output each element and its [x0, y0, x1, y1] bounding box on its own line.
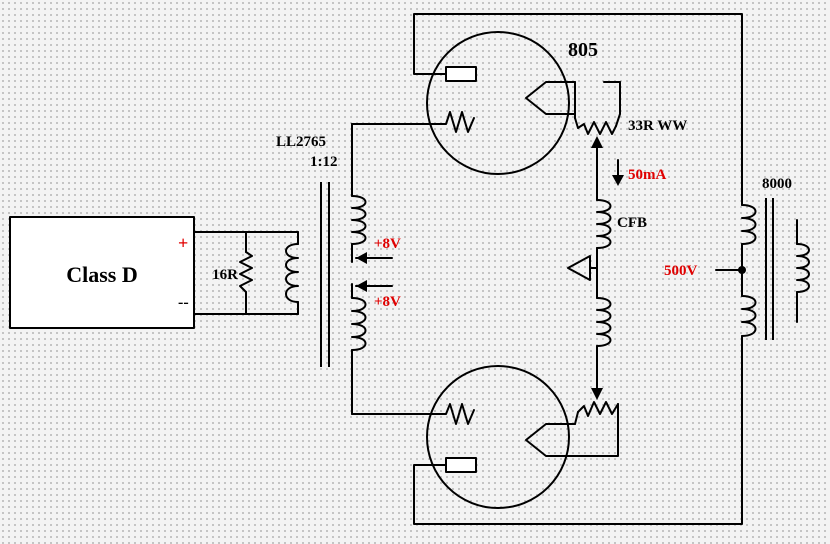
filament-resistor-bottom	[577, 401, 619, 417]
input-transformer-name: LL2765	[276, 134, 326, 150]
output-transformer-primary-bottom-coil	[741, 295, 757, 337]
bias-bottom-voltage: +8V	[374, 294, 401, 310]
ground-symbol	[567, 255, 591, 281]
output-transformer-impedance: 8000	[762, 176, 792, 192]
b-plus-node	[738, 266, 746, 274]
resistor-16r	[239, 251, 253, 293]
amp-plus-terminal-label: +	[178, 233, 188, 253]
output-transformer-secondary-coil	[796, 243, 810, 293]
cfb-coil-top	[596, 199, 612, 249]
filament-resistor-label: 33R WW	[628, 118, 687, 134]
output-transformer-core	[765, 198, 774, 340]
output-transformer-primary-top-coil	[741, 204, 757, 245]
amp-minus-terminal-label: --	[178, 294, 189, 311]
tube-bottom	[426, 365, 576, 509]
tube-label: 805	[568, 39, 598, 61]
input-transformer-ratio: 1:12	[310, 154, 338, 170]
class-d-amplifier: Class D + --	[9, 216, 195, 329]
cfb-coil-bottom	[596, 297, 612, 347]
input-transformer-primary-coil	[285, 243, 299, 303]
b-plus-voltage: 500V	[664, 263, 698, 279]
input-transformer-secondary-top-coil	[351, 195, 367, 245]
filament-resistor-top	[577, 121, 617, 135]
class-d-label: Class D	[66, 262, 138, 287]
input-transformer-core	[320, 182, 330, 367]
input-transformer-secondary-bottom-coil	[351, 297, 367, 351]
tube-top	[426, 31, 576, 175]
resistor-16r-label: 16R	[212, 267, 238, 283]
current-label: 50mA	[628, 167, 666, 183]
cfb-label: CFB	[617, 215, 647, 231]
bias-top-voltage: +8V	[374, 236, 401, 252]
